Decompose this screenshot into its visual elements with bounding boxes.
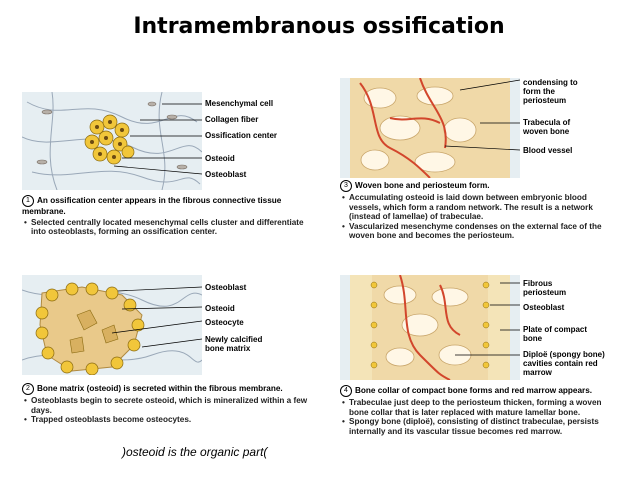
label-ossification-center: Ossification center [205, 131, 278, 140]
step-heading: Bone matrix (osteoid) is secreted within… [37, 384, 283, 394]
step-number: 3 [340, 180, 352, 192]
step-bullet: Spongy bone (diploë), consisting of dist… [342, 417, 612, 436]
step-bullet: Trabeculae just deep to the periosteum t… [342, 398, 612, 417]
label-compact-bone: Plate of compact bone [523, 325, 588, 343]
label-blood-vessel: Blood vessel [523, 146, 573, 155]
label-osteoid: Osteoid [205, 154, 235, 163]
label-fibrous-periosteum: Fibrous periosteum [523, 279, 567, 297]
step-number: 4 [340, 385, 352, 397]
page-title: Intramembranous ossification [133, 14, 505, 39]
label-newly-calcified-bone-matrix: Newly calcified bone matrix [205, 335, 263, 353]
step-bullet: Vascularized mesenchyme condenses on the… [342, 222, 610, 241]
step-bullet: Osteoblasts begin to secrete osteoid, wh… [24, 396, 312, 415]
step-number: 1 [22, 195, 34, 207]
label-osteocyte: Osteocyte [205, 318, 244, 327]
label-mesenchymal-cell: Mesenchymal cell [205, 99, 274, 108]
label-osteoid: Osteoid [205, 304, 235, 313]
panel1-illustration [22, 92, 202, 190]
step-heading: Bone collar of compact bone forms and re… [355, 386, 593, 396]
step-heading: An ossification center appears in the fi… [22, 196, 282, 216]
step-bullet: Accumulating osteoid is laid down betwee… [342, 193, 610, 222]
note-text: )osteoid is the organic part( [122, 445, 268, 459]
label-osteoblast: Osteoblast [205, 170, 247, 179]
label-osteoblast: Osteoblast [523, 303, 565, 312]
label-osteoblast: Osteoblast [205, 283, 247, 292]
step-bullet: Selected centrally located mesenchymal c… [24, 218, 312, 237]
label-collagen-fiber: Collagen fiber [205, 115, 259, 124]
label-diploe: Diploë (spongy bone) cavities contain re… [523, 350, 605, 377]
label-periosteum: condensing to form the periosteum [523, 78, 578, 105]
panel2-illustration [22, 275, 202, 375]
panel4-illustration [340, 275, 520, 380]
step-number: 2 [22, 383, 34, 395]
label-trabecula: Trabecula of woven bone [523, 118, 571, 136]
step-bullet: Trapped osteoblasts become osteocytes. [24, 415, 312, 425]
step-heading: Woven bone and periosteum form. [355, 181, 490, 191]
panel3-illustration [340, 78, 520, 178]
